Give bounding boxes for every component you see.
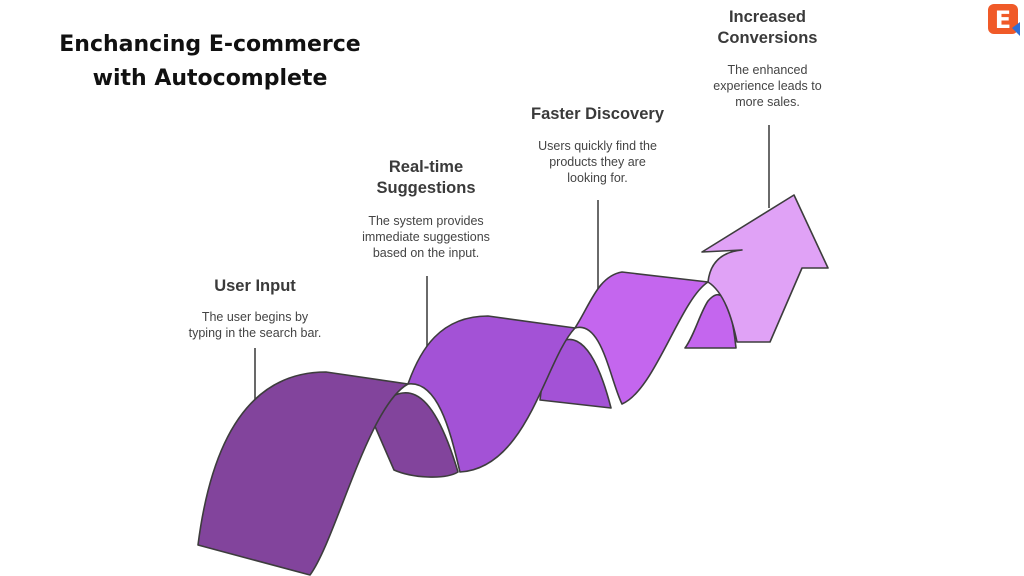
step-title: User Input [170, 276, 340, 297]
step-description: The user begins by typing in the search … [170, 309, 340, 341]
step-title: Real-time Suggestions [340, 157, 512, 199]
step-title-line: Increased [728, 8, 807, 26]
logo-badge [988, 4, 1018, 34]
step-desc-line: based on the input. [372, 246, 480, 260]
ribbon-segment-2 [407, 315, 576, 473]
title-line-1: Enchancing E-commerce [59, 32, 361, 57]
logo-letter: E [995, 6, 1011, 34]
ribbon-segment-1 [197, 371, 409, 576]
logo-accent-icon [1012, 22, 1020, 36]
step-desc-line: more sales. [735, 95, 800, 109]
step-desc-line: typing in the search bar. [188, 326, 322, 340]
step-desc-line: immediate suggestions [362, 230, 490, 244]
ribbon-segment-3 [574, 271, 709, 405]
step-description: The system provides immediate suggestion… [340, 213, 512, 261]
step-title-line: User Input [214, 277, 296, 295]
step-title-line: Conversions [717, 29, 818, 47]
step-description: Users quickly find the products they are… [515, 138, 680, 186]
step-desc-line: Users quickly find the [538, 139, 657, 153]
step-title-line: Faster Discovery [531, 105, 664, 123]
ribbon-arrow [701, 194, 829, 343]
step-description: The enhanced experience leads to more sa… [690, 62, 845, 110]
ribbon-fold-4 [684, 293, 737, 349]
step-desc-line: The system provides [368, 214, 484, 228]
step-increased-conversions: Increased Conversions The enhanced exper… [690, 7, 845, 110]
step-title: Increased Conversions [690, 7, 845, 49]
step-real-time-suggestions: Real-time Suggestions The system provide… [340, 157, 512, 261]
brand-logo: E [988, 4, 1020, 36]
step-title-line: Real-time [388, 158, 464, 176]
step-desc-line: products they are [549, 155, 646, 169]
title-line-2: with Autocomplete [92, 66, 328, 91]
step-faster-discovery: Faster Discovery Users quickly find the … [515, 104, 680, 186]
step-desc-line: The user begins by [201, 310, 309, 324]
step-desc-line: The enhanced [727, 63, 808, 77]
step-user-input: User Input The user begins by typing in … [170, 276, 340, 341]
step-title: Faster Discovery [515, 104, 680, 125]
step-desc-line: looking for. [567, 171, 628, 185]
page-title: Enchancing E-commerce with Autocomplete [40, 28, 380, 96]
step-title-line: Suggestions [376, 179, 476, 197]
step-desc-line: experience leads to [713, 79, 822, 93]
